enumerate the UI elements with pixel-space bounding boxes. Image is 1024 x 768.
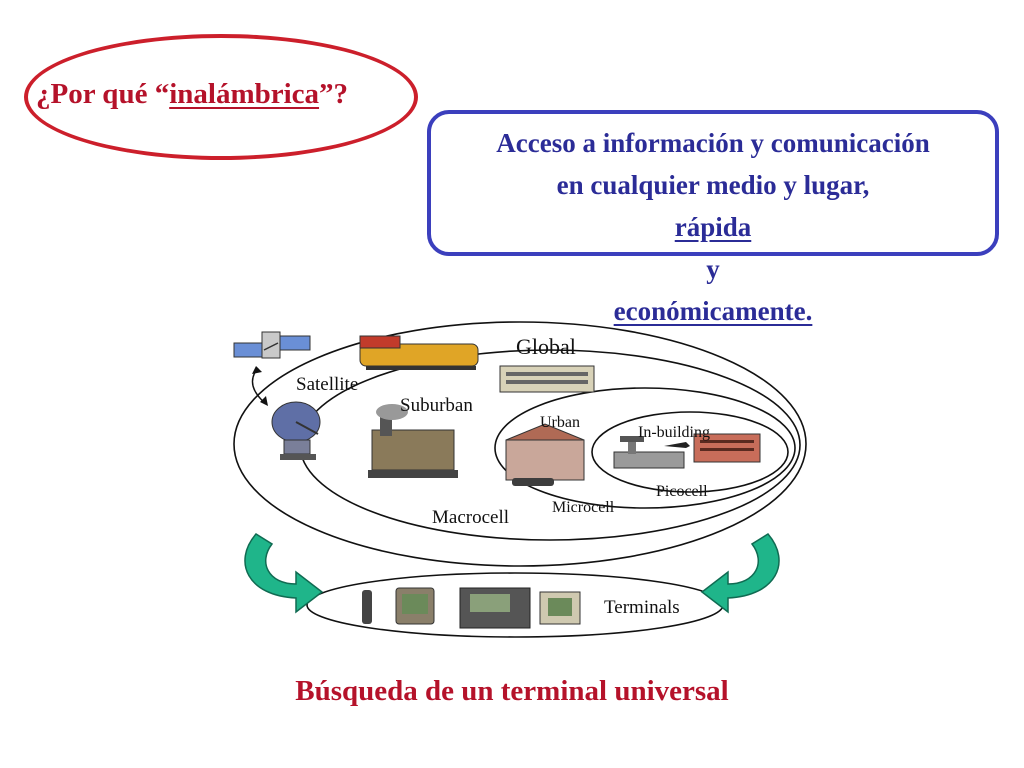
satellite-label: Satellite [296, 374, 358, 395]
urban-building-icon [505, 423, 585, 486]
terminals-label: Terminals [604, 597, 680, 618]
satellite-dish-icon [271, 401, 321, 460]
in-building-label: In-building [638, 424, 710, 441]
pda-icon [395, 587, 435, 625]
urban-label: Urban [540, 414, 580, 431]
keyword-inalambrica: inalámbrica [169, 78, 320, 110]
macrocell-label: Macrocell [432, 507, 509, 528]
microcell-label: Microcell [552, 499, 615, 516]
office-building-icon [499, 365, 595, 393]
question-title: ¿Por qué “inalámbrica”? [36, 78, 349, 110]
question-oval [24, 34, 418, 160]
global-ellipse [233, 321, 807, 567]
factory-icon [368, 404, 458, 478]
bottom-title: Búsqueda de un terminal universal [295, 675, 729, 707]
handheld-icon [539, 591, 581, 625]
left-curved-arrow [244, 533, 324, 614]
airport-icon [613, 436, 690, 469]
picocell-ellipse [591, 411, 789, 493]
keyword-economicamente: económicamente. [613, 296, 813, 326]
keyword-rapida: rápida [674, 212, 752, 242]
in-building-icon [693, 433, 761, 463]
microcell-ellipse [494, 387, 796, 509]
satellite-icon [233, 331, 311, 359]
global-label: Global [516, 334, 576, 359]
communicator-icon [459, 587, 531, 629]
cell-phone-icon [362, 590, 372, 624]
train-icon [359, 335, 479, 370]
right-curved-arrow [700, 533, 780, 614]
access-line-1: Acceso a información y comunicación [496, 128, 930, 158]
access-line-3: y económicamente. [431, 248, 995, 332]
access-line-2: en cualquier medio y lugar, rápida [431, 164, 995, 248]
picocell-label: Picocell [656, 483, 708, 500]
access-info-box: Acceso a información y comunicación en c… [427, 110, 999, 326]
suburban-label: Suburban [400, 395, 473, 416]
